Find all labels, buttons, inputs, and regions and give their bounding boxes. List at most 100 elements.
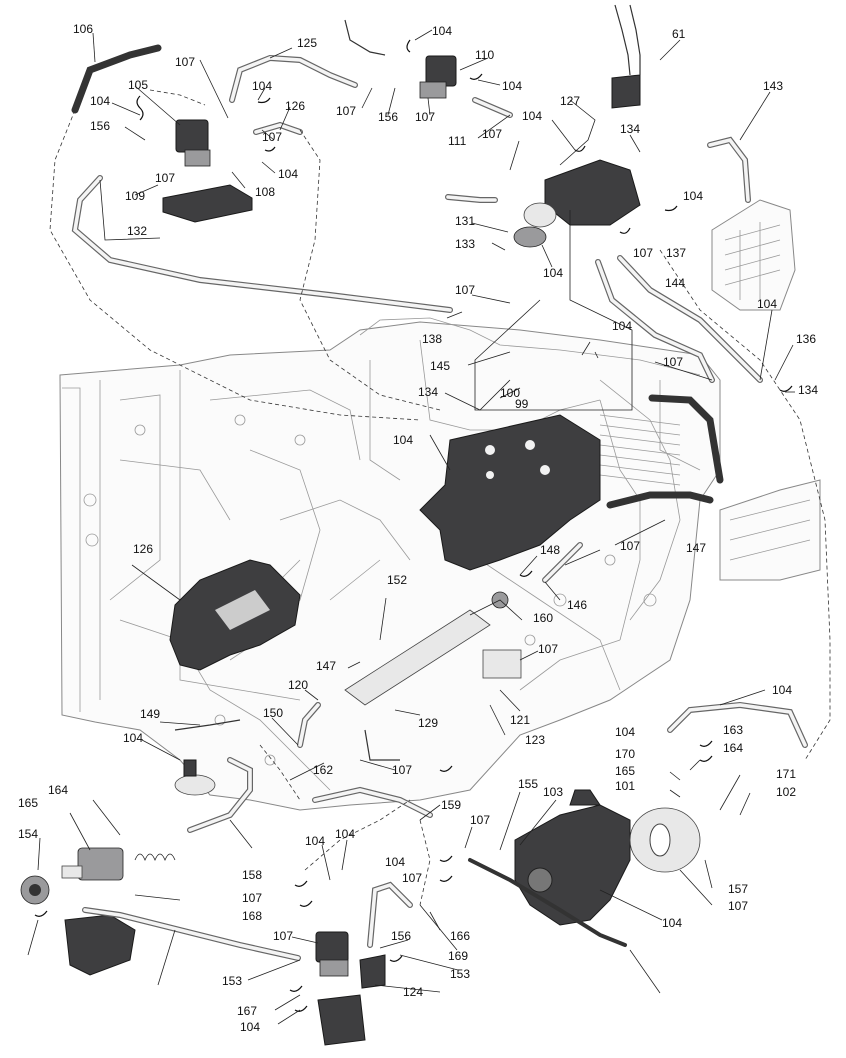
callout-162: 104 [772,683,792,697]
wires [174,4,641,761]
cover-160 [482,649,522,679]
callout-164: 155 [518,777,538,791]
callout-143: 143 [763,79,783,93]
callout-107: 107 [336,104,356,118]
callout-125: 125 [297,36,317,50]
callout-107: 146 [567,598,587,612]
drip-tray-part [719,479,821,581]
callout-104: 107 [402,871,422,885]
callout-104: 104 [385,855,405,869]
solenoid-valve-110 [419,55,457,99]
callout-104: 104 [683,189,703,203]
callout-104: 148 [540,543,560,557]
callout-145: 107 [663,355,683,369]
callout-104: 104 [278,167,298,181]
callout-111: 111 [448,134,467,148]
callout-166: 104 [662,916,682,930]
callout-99: 126 [133,542,153,556]
callout-120: 149 [140,707,160,721]
callout-165: 101 [615,779,635,793]
callout-107: 107 [482,127,502,141]
callout-131: 133 [455,237,475,251]
callout-101: 164 [48,783,68,797]
callout-134: 134 [620,122,640,136]
callout-110: 110 [475,48,494,62]
callout-153: 167 [237,1004,257,1018]
callout-134: 100 [500,386,520,400]
callout-136: 134 [418,385,438,399]
callout-104: 104 [252,79,272,93]
callout-156: 124 [403,985,423,999]
callout-104: 163 [723,723,743,737]
callout-160: 107 [538,642,558,656]
callout-104: 104 [432,24,452,38]
callout-100: 104 [393,433,413,447]
callout-146: 147 [686,541,706,555]
callout-144: 104 [757,297,777,311]
bracket-104-left [64,914,136,976]
callout-106: 106 [73,22,93,36]
flowmeter-121 [174,759,216,796]
callout-134: 99 [515,397,529,411]
callout-132: 131 [455,214,475,228]
callout-107: 109 [125,189,145,203]
callout-129: 150 [263,706,283,720]
callout-171: 102 [776,785,796,799]
callout-107: 168 [242,909,262,923]
callout-107: 166 [450,929,470,943]
callout-163: 170 [615,747,635,761]
callout-102: 165 [18,796,38,810]
callout-107: 144 [665,276,685,290]
base-156 [359,954,386,989]
callout-148: 152 [387,573,407,587]
callout-104: 145 [430,359,450,373]
callout-123: 162 [313,763,333,777]
callout-149: 121 [510,713,530,727]
callout-137: 107 [455,283,475,297]
callout-104: 134 [798,383,818,397]
brew-unit-support-100 [419,414,601,571]
callout-126: 107 [620,539,640,553]
callout-107: 136 [796,332,816,346]
callout-150: 123 [525,733,545,747]
callout-155: 159 [441,798,461,812]
callout-104: 104 [502,79,522,93]
callout-107: 153 [222,974,242,988]
callout-147: 129 [418,716,438,730]
callout-61: 61 [672,27,686,41]
callout-107: 137 [666,246,686,260]
callout-108: 108 [255,185,275,199]
callout-107: 107 [175,55,195,69]
bracket-144 [711,199,796,311]
pump-102 [61,847,124,881]
callout-127: 127 [560,94,580,108]
flowmeter-103 [20,875,50,905]
callout-154: 104 [305,834,325,848]
callout-104: 153 [450,967,470,981]
tray-108 [162,184,253,223]
callout-126: 126 [285,99,305,113]
callout-156: 156 [378,110,398,124]
callout-164: 165 [615,764,635,778]
leader-lines [27,29,795,1025]
routing-dashed-lines [49,89,831,906]
seal-132 [513,226,547,248]
callout-105: 105 [128,78,148,92]
callout-labels: 106 104 125 107 104 110 104 61 143 105 1… [18,22,818,1034]
callout-104: 158 [242,868,262,882]
callout-107: 104 [615,725,635,739]
callout-107: 156 [391,929,411,943]
callout-157: 107 [273,929,293,943]
heater-169 [629,807,701,873]
callout-107: 120 [288,678,308,692]
solenoid-valve-157 [315,931,349,977]
callout-156: 156 [90,119,110,133]
boiler-cover-166 [514,804,631,926]
bracket-61 [611,74,641,109]
callout-104: 104 [90,94,110,108]
callout-168: 157 [728,882,748,896]
callout-158: 169 [448,949,468,963]
callout-107: 104 [335,827,355,841]
callout-104: 107 [392,763,412,777]
hoses [71,44,808,961]
